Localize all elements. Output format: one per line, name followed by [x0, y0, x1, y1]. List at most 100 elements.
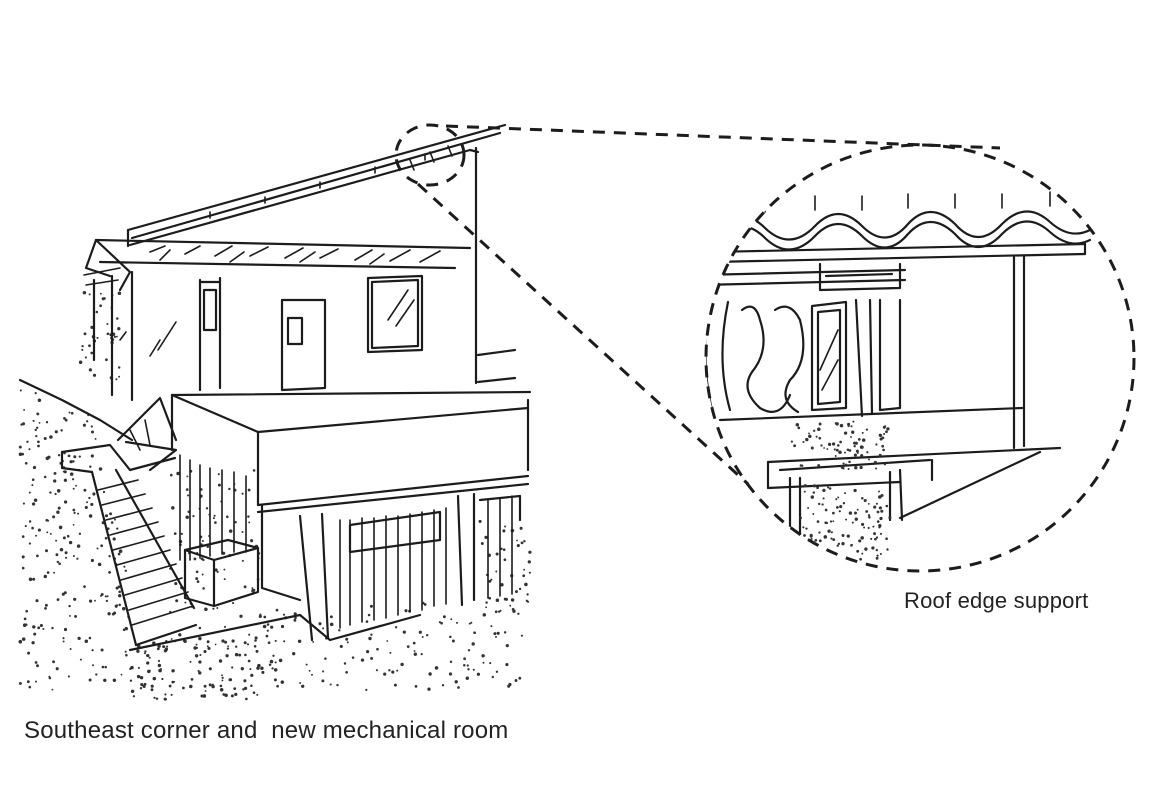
stipple-dot	[822, 488, 826, 493]
stipple-dot	[859, 557, 862, 561]
stipple-dot	[467, 649, 471, 652]
stipple-dot	[228, 529, 233, 533]
stipple-dot	[38, 421, 41, 424]
stipple-dot	[89, 465, 92, 468]
stipple-dot	[271, 667, 274, 670]
stipple-dot	[484, 535, 488, 540]
stipple-dot	[84, 356, 87, 359]
stipple-dot	[36, 426, 39, 429]
stipple-dot	[192, 514, 195, 518]
stipple-dot	[803, 534, 806, 537]
stipple-dot	[73, 455, 77, 459]
stipple-dot	[497, 610, 501, 613]
stipple-dot	[114, 518, 116, 521]
stipple-dot	[189, 684, 193, 689]
porch-roof	[83, 238, 472, 292]
stipple-dot	[88, 496, 91, 500]
stipple-dot	[185, 515, 189, 520]
stipple-dot	[878, 453, 882, 457]
stipple-dot	[164, 693, 167, 696]
stipple-dot	[106, 595, 109, 598]
stipple-dot	[875, 502, 878, 505]
stipple-dot	[817, 464, 821, 467]
stipple-dot	[36, 554, 39, 558]
stipple-dot	[383, 672, 387, 676]
stipple-dot	[346, 641, 349, 644]
stipple-dot	[396, 669, 399, 672]
stipple-dot	[246, 643, 250, 646]
stipple-dot	[217, 473, 220, 476]
stipple-dot	[827, 486, 830, 489]
stipple-dot	[875, 467, 878, 470]
stipple-dot	[280, 624, 285, 629]
zoom-connectors	[416, 124, 1001, 486]
stipple-dot	[39, 623, 43, 628]
stipple-dot	[832, 520, 835, 523]
stipple-dot	[201, 573, 204, 576]
stipple-dot	[69, 472, 74, 476]
stipple-dot	[49, 491, 52, 494]
stipple-dot	[31, 526, 34, 530]
stipple-dot	[216, 607, 219, 609]
stipple-dot	[463, 663, 466, 667]
stipple-dot	[24, 461, 28, 465]
stipple-dot	[370, 656, 374, 660]
stipple-dot	[840, 465, 845, 469]
stipple-dot	[243, 641, 247, 645]
stipple-dot	[63, 500, 68, 504]
stipple-dot	[853, 453, 857, 457]
stipple-dot	[139, 676, 144, 680]
stipple-dot	[528, 571, 531, 574]
stipple-dot	[164, 647, 169, 651]
stipple-dot	[830, 537, 833, 540]
stipple-dot	[204, 690, 207, 692]
stipple-dot	[44, 549, 49, 553]
stipple-dot	[482, 613, 487, 617]
stipple-dot	[251, 587, 254, 590]
stipple-dot	[63, 627, 68, 632]
stipple-dot	[146, 661, 150, 665]
stipple-dot	[824, 521, 827, 524]
stipple-dot	[157, 663, 162, 668]
stipple-dot	[90, 502, 94, 506]
stipple-dot	[829, 520, 833, 523]
stipple-dot	[72, 555, 75, 557]
stipple-dot	[98, 467, 103, 471]
stipple-dot	[827, 529, 831, 533]
stipple-dot	[261, 670, 265, 674]
stipple-dot	[852, 420, 855, 423]
stipple-dot	[83, 332, 87, 336]
stipple-dot	[100, 648, 104, 652]
stipple-dot	[168, 684, 172, 688]
stipple-dot	[118, 590, 122, 594]
stipple-dot	[92, 664, 94, 667]
stipple-dot	[116, 527, 119, 530]
stipple-dot	[376, 647, 379, 651]
stipple-dot	[223, 568, 226, 571]
stipple-dot	[240, 667, 244, 671]
stipple-dot	[878, 506, 882, 510]
stipple-dot	[150, 684, 154, 688]
stipple-dot	[256, 666, 260, 670]
stipple-dot	[523, 568, 526, 571]
stipple-dot	[391, 670, 395, 674]
stipple-dot	[526, 600, 530, 603]
stipple-dot	[404, 609, 408, 613]
stipple-dot	[420, 653, 423, 656]
stipple-dot	[520, 541, 524, 545]
stipple-dot	[850, 425, 853, 428]
stipple-dot	[515, 590, 518, 594]
stairs	[18, 378, 422, 652]
stipple-dot	[886, 548, 889, 551]
stipple-dot	[108, 571, 111, 574]
stipple-dot	[193, 557, 197, 561]
stipple-dot	[812, 484, 817, 488]
stipple-dot	[321, 679, 325, 683]
stipple-dot	[832, 538, 836, 542]
stipple-dot	[142, 684, 146, 689]
stipple-dot	[808, 434, 812, 439]
stipple-dot	[243, 679, 247, 683]
stipple-dot	[115, 586, 119, 590]
stipple-dot	[838, 450, 842, 454]
